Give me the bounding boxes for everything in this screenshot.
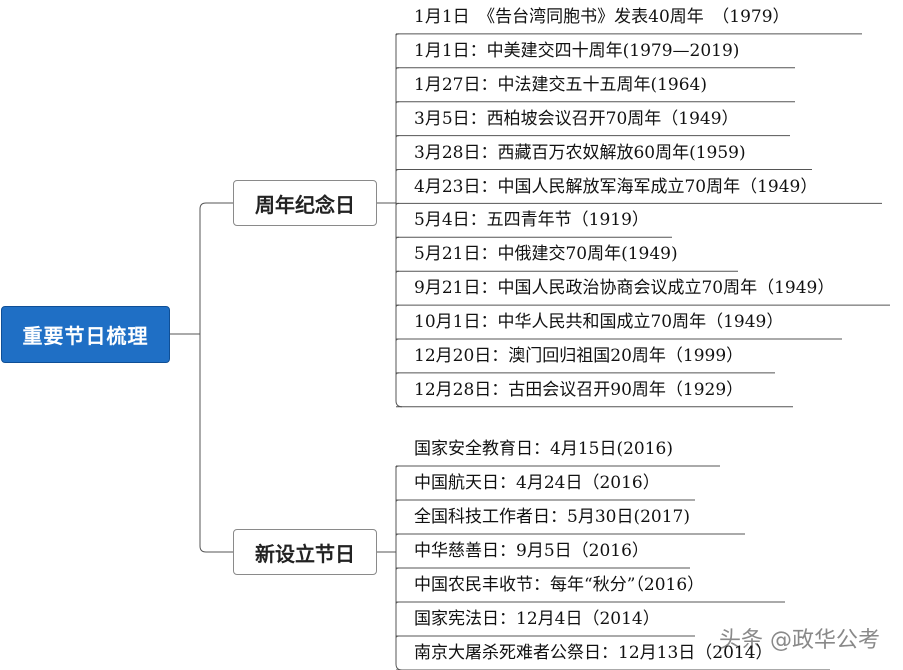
item-connector — [395, 567, 400, 571]
item-connector — [395, 169, 400, 172]
list-item: 中国航天日：4月24日（2016） — [414, 473, 660, 493]
item-connector — [395, 304, 400, 308]
item-connector — [395, 635, 400, 639]
list-item: 1月1日：中美建交四十周年(1979—2019) — [414, 40, 740, 61]
list-item: 中华慈善日：9月5日（2016） — [414, 541, 649, 561]
list-item: 国家安全教育日：4月15日(2016) — [414, 439, 673, 459]
list-item: 南京大屠杀死难者公祭日：12月13日（2014） — [414, 643, 773, 663]
item-connector — [395, 33, 400, 36]
item-connector — [395, 338, 400, 342]
list-item: 1月1日 《告台湾同胞书》发表40周年 （1979） — [414, 7, 790, 27]
item-connector — [395, 601, 400, 605]
list-item: 中国农民丰收节：每年“秋分”（2016） — [414, 575, 705, 595]
item-connector — [395, 135, 400, 138]
item-connector — [395, 465, 400, 469]
watermark: 头条 @政华公考 — [719, 628, 880, 653]
list-item: 3月5日：西柏坡会议召开70周年（1949） — [414, 108, 739, 129]
list-item: 国家宪法日：12月4日（2014） — [414, 609, 660, 629]
root-to-branch-1 — [199, 334, 233, 553]
item-connector — [395, 101, 400, 104]
list-item: 1月27日：中法建交五十五周年(1964) — [414, 74, 707, 95]
list-item: 9月21日：中国人民政治协商会议成立70周年（1949） — [414, 278, 835, 299]
item-connector — [395, 236, 400, 240]
item-connector — [395, 270, 400, 274]
item-connector — [395, 67, 400, 70]
list-item: 5月4日：五四青年节（1919） — [414, 210, 649, 231]
item-connector — [395, 372, 400, 375]
root-to-branch-0 — [199, 202, 233, 334]
branch-node-anniversary: 周年纪念日 — [233, 180, 377, 226]
list-item: 4月23日：中国人民解放军海军成立70周年（1949） — [414, 176, 818, 197]
list-item: 12月28日：古田会议召开90周年（1929） — [414, 379, 744, 400]
list-item: 3月28日：西藏百万农奴解放60周年(1959) — [414, 142, 746, 163]
list-item: 10月1日：中华人民共和国成立70周年（1949） — [414, 312, 784, 333]
item-connector — [395, 499, 400, 503]
list-item: 全国科技工作者日：5月30日(2017) — [414, 507, 690, 527]
list-item: 12月20日：澳门回归祖国20周年（1999） — [414, 346, 744, 366]
list-item: 5月21日：中俄建交70周年(1949) — [414, 244, 678, 265]
branch-node-new-festivals: 新设立节日 — [233, 529, 377, 575]
root-node: 重要节日梳理 — [1, 306, 170, 363]
item-connector — [395, 533, 400, 537]
item-connector — [395, 202, 400, 206]
